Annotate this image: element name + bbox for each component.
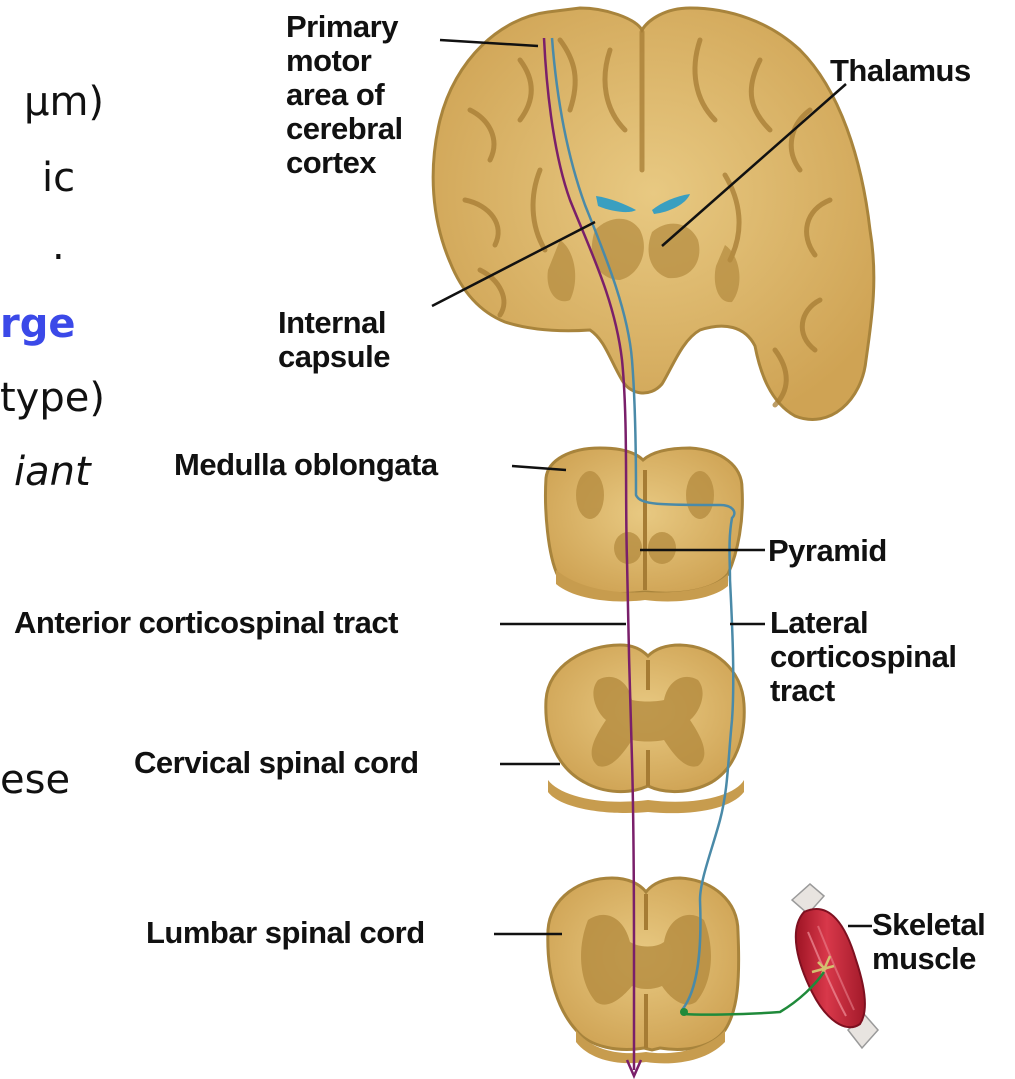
label-lumbar-spinal-cord: Lumbar spinal cord [146,916,425,950]
label-primary-motor-area: Primary motor area of cerebral cortex [286,10,403,180]
label-cervical-spinal-cord: Cervical spinal cord [134,746,419,780]
label-skeletal-muscle: Skeletal muscle [872,908,985,976]
label-internal-capsule: Internal capsule [278,306,390,374]
label-medulla-oblongata: Medulla oblongata [174,448,438,482]
label-thalamus: Thalamus [830,54,971,88]
label-primary-motor-area-line-2: motor [286,44,403,78]
label-internal-capsule-line-2: capsule [278,340,390,374]
skeletal-muscle-illustration [792,884,878,1048]
label-primary-motor-area-line-1: Primary [286,10,403,44]
label-skeletal-muscle-line-1: Skeletal [872,908,985,942]
brain-coronal-section [433,8,874,419]
lumbar-spinal-cord-section [548,878,739,1063]
label-lateral-corticospinal-tract: Lateral corticospinal tract [770,606,956,708]
label-primary-motor-area-line-4: cerebral [286,112,403,146]
medulla-oblongata-section [546,448,743,601]
cervical-spinal-cord-section [546,645,744,813]
label-anterior-corticospinal-tract: Anterior corticospinal tract [14,606,398,640]
label-primary-motor-area-line-3: area of [286,78,403,112]
label-pyramid: Pyramid [768,534,887,568]
label-primary-motor-area-line-5: cortex [286,146,403,180]
label-lateral-corticospinal-tract-line-1: Lateral [770,606,956,640]
label-internal-capsule-line-1: Internal [278,306,390,340]
label-skeletal-muscle-line-2: muscle [872,942,985,976]
label-lateral-corticospinal-tract-line-3: tract [770,674,956,708]
label-lateral-corticospinal-tract-line-2: corticospinal [770,640,956,674]
